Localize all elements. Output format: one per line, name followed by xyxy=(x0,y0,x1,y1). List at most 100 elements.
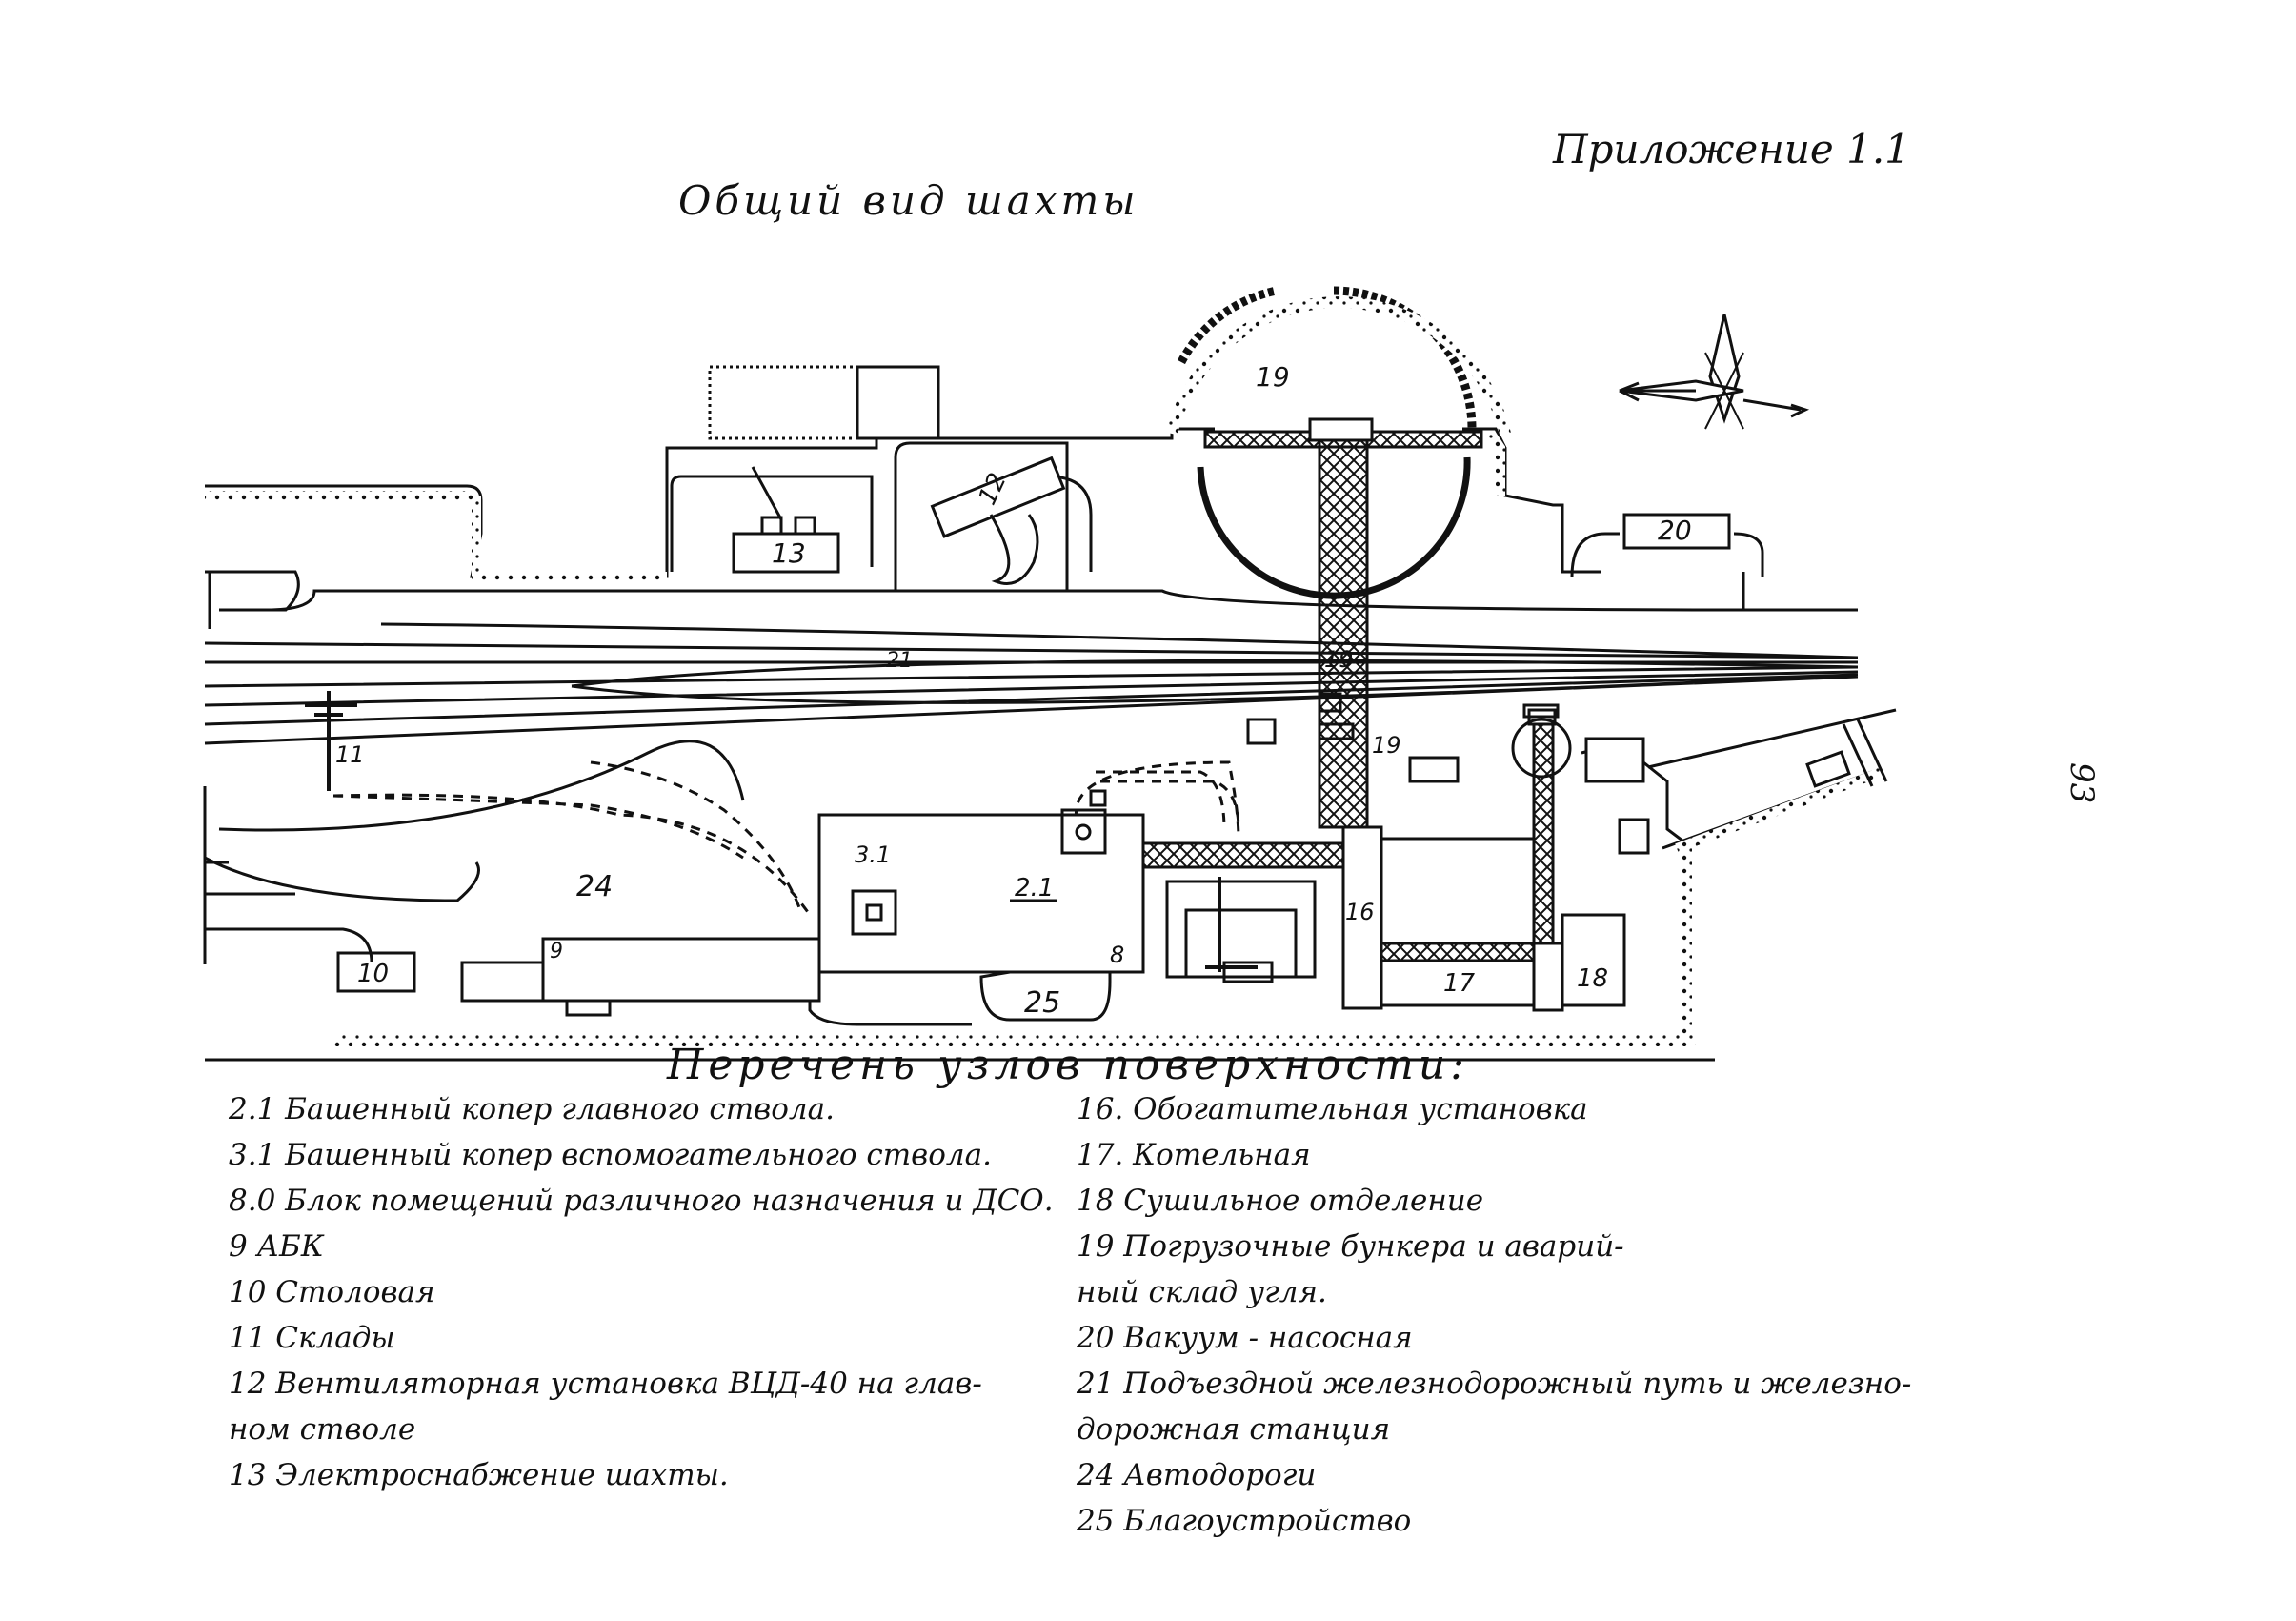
legend-item: 13 Электроснабжение шахты. xyxy=(229,1458,729,1492)
label-17: 17 xyxy=(1443,969,1476,998)
legend-item: 3.1 Башенный копер вспомогательного ство… xyxy=(229,1138,992,1172)
legend-item: 18 Сушильное отделение xyxy=(1077,1184,1484,1218)
label-21: 21 xyxy=(886,649,913,673)
site-fence-top xyxy=(205,427,1215,578)
compass-rose-icon xyxy=(1619,314,1810,430)
label-10: 10 xyxy=(357,960,389,988)
label-20: 20 xyxy=(1658,515,1692,546)
legend-left-column: 2.1 Башенный копер главного ствола. 3.1 … xyxy=(229,1086,1067,1498)
legend-item: 12 Вентиляторная установка ВЦД-40 на гла… xyxy=(229,1367,982,1401)
label-13: 13 xyxy=(772,537,806,569)
page-title: Общий вид шахты xyxy=(678,177,1139,224)
label-19-mid: 19 xyxy=(1372,732,1401,759)
rail-tracks xyxy=(204,622,1859,745)
legend-item: 16. Обогатительная установка xyxy=(1077,1092,1588,1126)
label-19-circle: 19 xyxy=(1256,361,1290,393)
transformer-1 xyxy=(760,516,783,536)
building-9 xyxy=(541,937,821,1003)
circle-storage-arc-left xyxy=(1178,286,1278,365)
legend-item: ный склад угля. xyxy=(1077,1275,1327,1309)
label-18: 18 xyxy=(1577,964,1608,993)
building-top-block xyxy=(856,365,940,440)
building-13-fence xyxy=(670,475,874,572)
site-fence-top-dots xyxy=(472,496,667,581)
ventilation-fan-12 xyxy=(930,456,1066,585)
legend-item: 19 Погрузочные бункера и аварий- xyxy=(1077,1229,1624,1264)
pipe-16-detail xyxy=(1222,961,1274,983)
legend-item: 20 Вакуум - насосная xyxy=(1077,1321,1413,1355)
legend-item: дорожная станция xyxy=(1077,1412,1391,1447)
building-13 xyxy=(732,532,840,574)
label-2-1: 2.1 xyxy=(1015,874,1054,902)
siding-right-ties xyxy=(1842,719,1888,787)
building-9-porch xyxy=(565,999,612,1017)
label-24: 24 xyxy=(576,870,613,903)
small-building-b xyxy=(1408,756,1460,783)
building-right-top xyxy=(1584,737,1645,783)
label-9: 9 xyxy=(550,940,563,963)
label-25: 25 xyxy=(1024,986,1060,1020)
road-left-bottom xyxy=(205,927,373,963)
label-8: 8 xyxy=(1110,942,1124,968)
building-16-inner xyxy=(1184,908,1298,979)
road-lower-left xyxy=(204,856,480,902)
legend-item: 17. Котельная xyxy=(1077,1138,1311,1172)
legend-right-column: 16. Обогатительная установка 17. Котельн… xyxy=(1077,1086,1915,1544)
legend-item: 8.0 Блок помещений различного назначения… xyxy=(229,1184,1054,1218)
pipe-16 xyxy=(1205,877,1258,972)
label-16: 16 xyxy=(1345,899,1375,925)
road-left-verge xyxy=(205,861,295,896)
headframe-2-1-top xyxy=(1089,789,1107,807)
building-8-lower xyxy=(808,972,972,1026)
label-11: 11 xyxy=(335,741,365,768)
headframe-3-1-box xyxy=(851,889,897,936)
loading-bunker-circle xyxy=(1511,718,1572,779)
warehouse-11-mast xyxy=(305,691,357,791)
label-3-1: 3.1 xyxy=(855,841,891,868)
building-13-plot xyxy=(708,365,940,440)
dashed-rails-2 xyxy=(1096,770,1240,830)
road-24-curve xyxy=(218,740,745,832)
building-20 xyxy=(1622,513,1731,550)
appendix-label: Приложение 1.1 xyxy=(1553,126,1910,172)
conveyor-gallery-horizontal xyxy=(1141,841,1345,869)
area-25 xyxy=(979,970,1112,1022)
building-16 xyxy=(1341,825,1383,1010)
siding-right-dots xyxy=(1675,767,1883,853)
headframe-2-1-box xyxy=(1060,808,1107,855)
building-8-block xyxy=(817,813,1145,974)
transformer-2 xyxy=(794,516,816,536)
building-18-connector xyxy=(1532,942,1564,1012)
legend-item: ном стволе xyxy=(229,1412,416,1447)
building-20-road xyxy=(1570,532,1764,577)
mast-top xyxy=(1527,708,1557,726)
legend-item: 25 Благоустройство xyxy=(1077,1504,1412,1538)
circle-storage-outer xyxy=(1166,296,1511,436)
feeder-line xyxy=(751,466,783,520)
label-19-tower: 19 xyxy=(1324,646,1354,673)
legend-item: 21 Подъездной железнодорожный путь и жел… xyxy=(1077,1367,1912,1401)
small-building-c xyxy=(1318,722,1355,740)
road-area-ventilation xyxy=(894,441,1069,591)
legend-heading: Перечень узлов поверхности: xyxy=(667,1041,1470,1089)
fence-dotted-right xyxy=(1486,431,1505,496)
legend-item: 10 Столовая xyxy=(229,1275,435,1309)
rail-upper-spur xyxy=(266,589,1744,612)
legend-item: 11 Склады xyxy=(229,1321,395,1355)
site-fence-right xyxy=(1561,557,1858,612)
legend-item: 9 АБК xyxy=(229,1229,324,1264)
bunker-shaft xyxy=(1532,722,1555,945)
building-18 xyxy=(1561,913,1626,1007)
small-building-d xyxy=(1522,703,1560,719)
headframe-3-1-inner xyxy=(865,903,883,922)
building-right-window xyxy=(1618,818,1650,855)
small-building-a xyxy=(1246,718,1277,745)
building-9-annex xyxy=(460,961,545,1003)
headframe-2-1-mark xyxy=(1075,823,1092,841)
rail-left-top xyxy=(205,570,300,629)
legend-item: 2.1 Башенный копер главного ствола. xyxy=(229,1092,835,1126)
legend-item: 24 Автодороги xyxy=(1077,1458,1317,1492)
conveyor-gallery xyxy=(1318,425,1369,829)
building-17-gallery xyxy=(1380,942,1536,962)
wagon-icon xyxy=(1805,750,1851,788)
